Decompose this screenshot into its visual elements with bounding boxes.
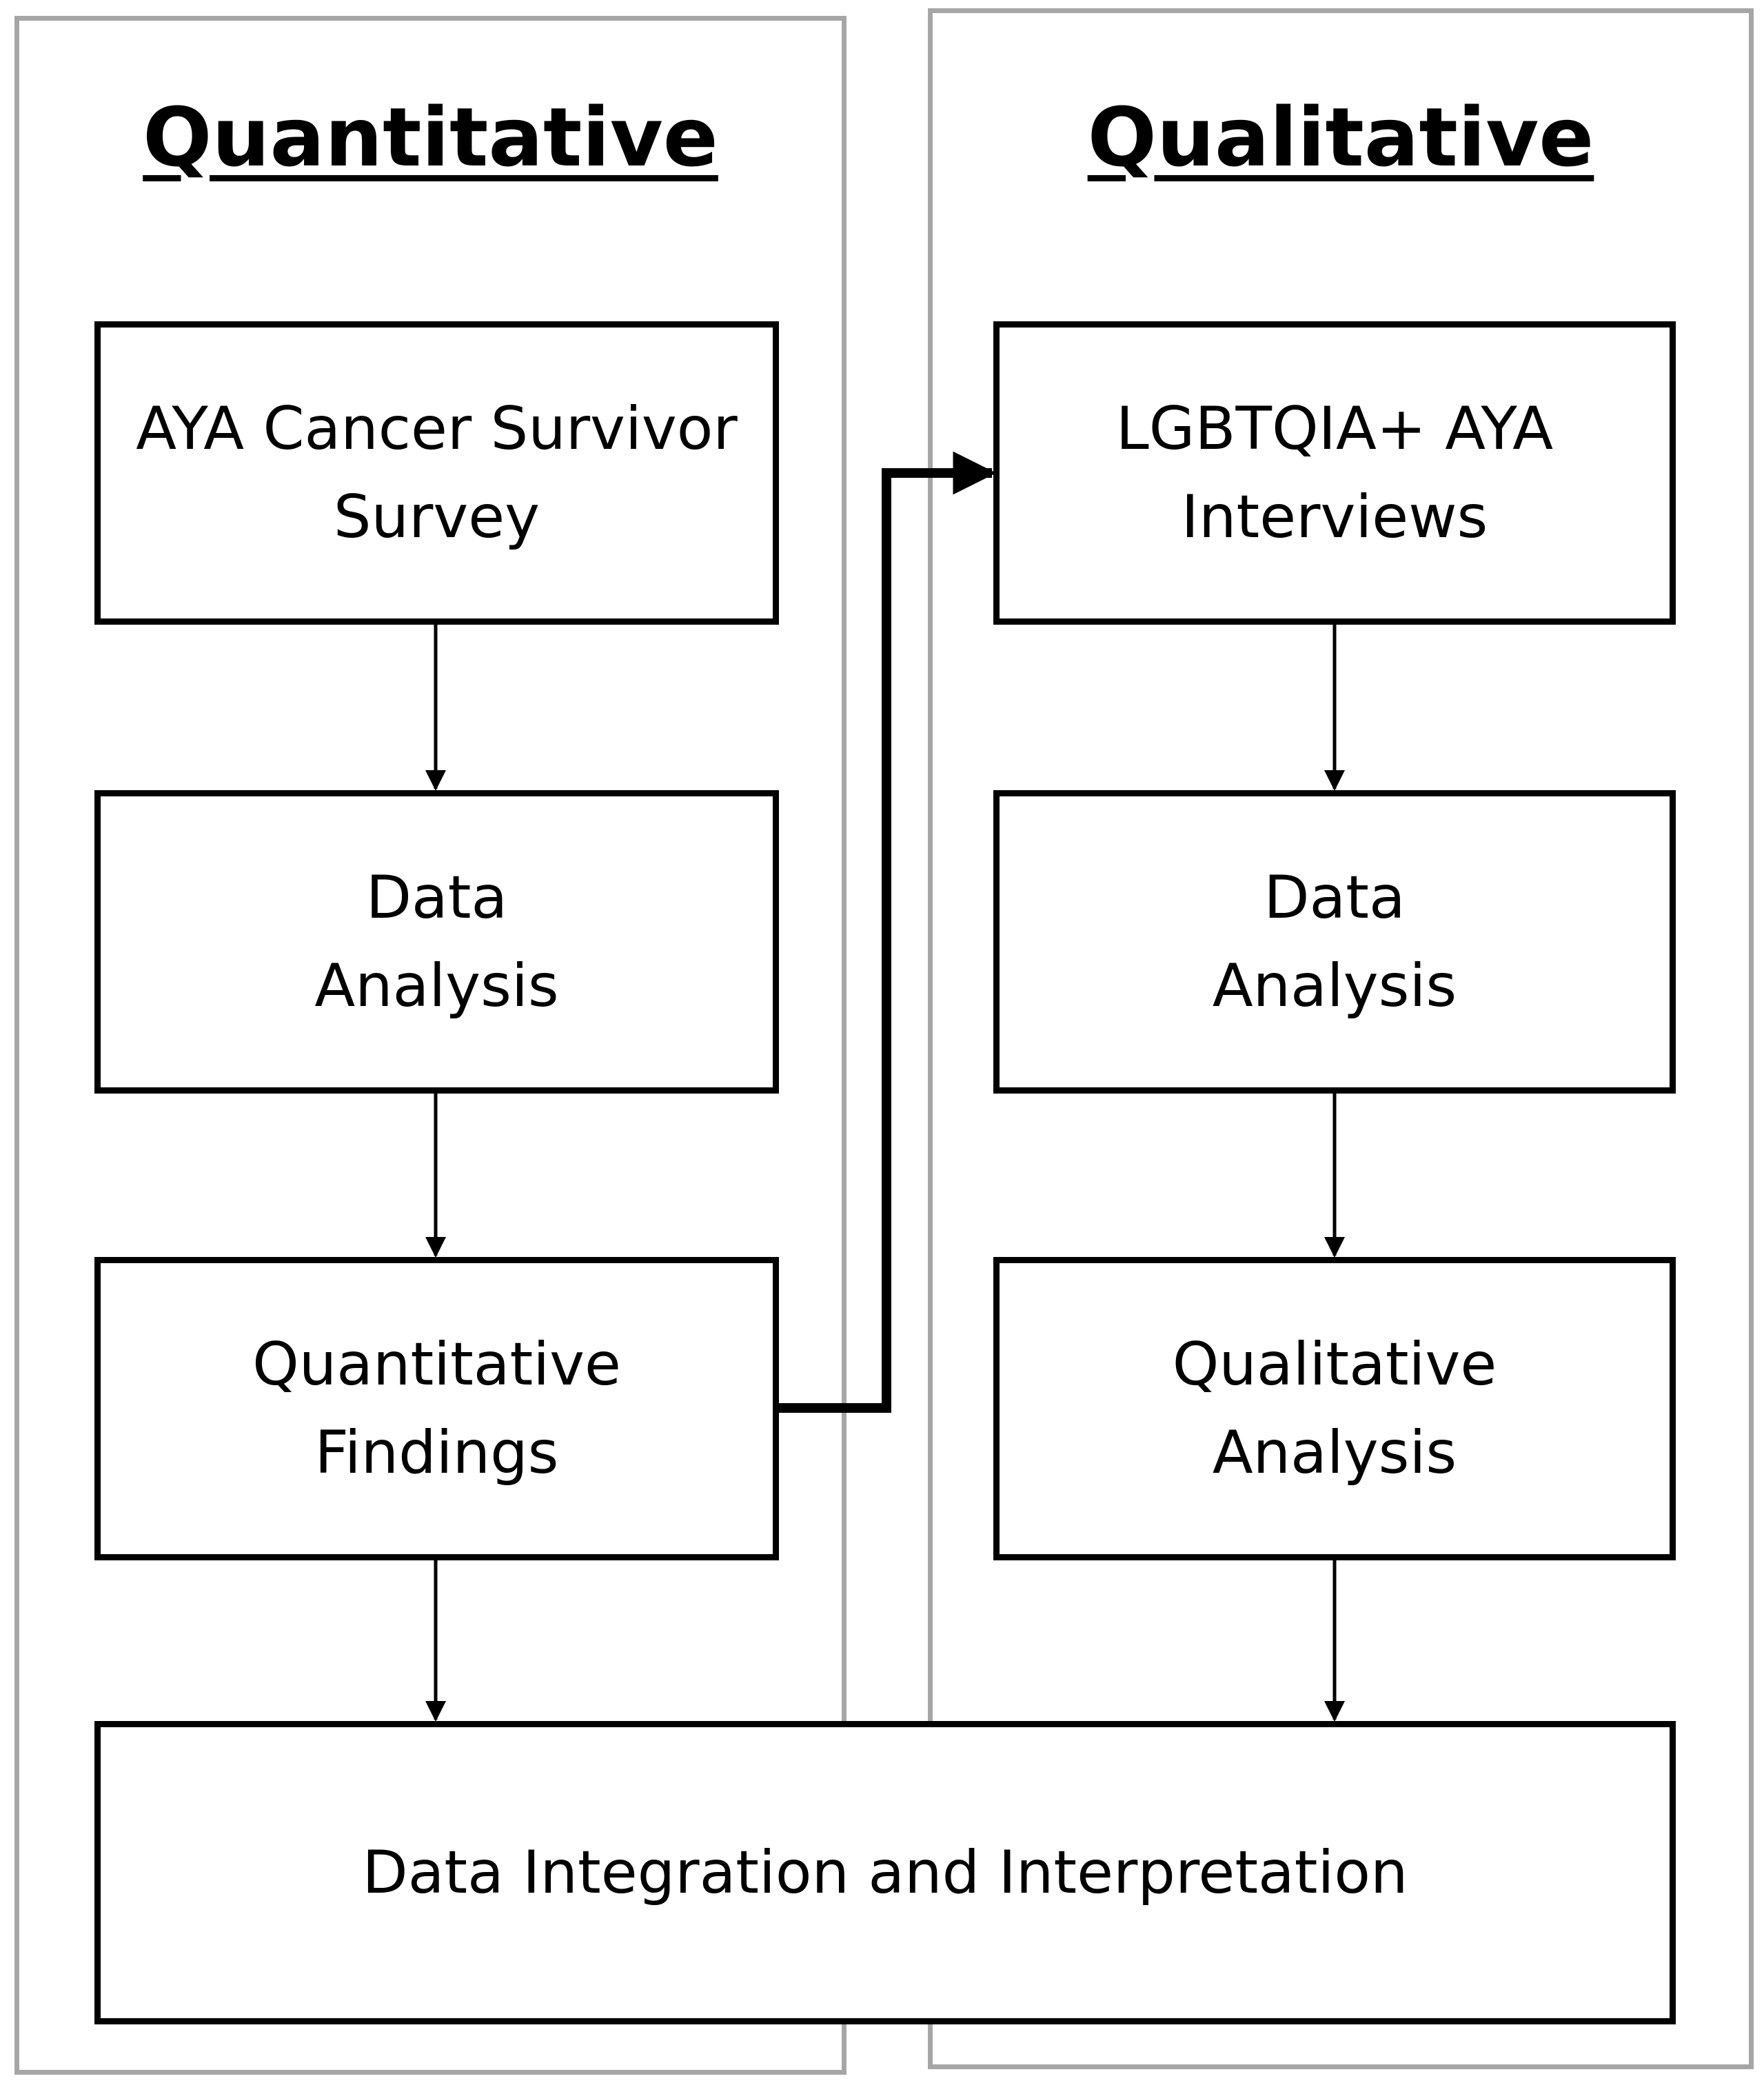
integration-label: Data Integration and Interpretation bbox=[362, 1838, 1408, 1907]
qualitative-data-analysis-box: Data Analysis bbox=[993, 790, 1676, 1094]
qualitative-data-analysis-label: Data Analysis bbox=[1212, 863, 1457, 1020]
quantitative-findings-label: Quantitative Findings bbox=[252, 1330, 621, 1487]
qualitative-title: Qualitative bbox=[1087, 90, 1594, 185]
quantitative-findings-box: Quantitative Findings bbox=[94, 1257, 779, 1560]
qualitative-analysis-box: Qualitative Analysis bbox=[993, 1257, 1676, 1560]
interviews-label: LGBTQIA+ AYA Interviews bbox=[1115, 394, 1554, 552]
qualitative-analysis-label: Qualitative Analysis bbox=[1172, 1330, 1497, 1487]
survey-box: AYA Cancer Survivor Survey bbox=[94, 321, 779, 625]
integration-box: Data Integration and Interpretation bbox=[94, 1721, 1676, 2024]
quantitative-data-analysis-box: Data Analysis bbox=[94, 790, 779, 1094]
survey-label: AYA Cancer Survivor Survey bbox=[136, 394, 738, 552]
interviews-box: LGBTQIA+ AYA Interviews bbox=[993, 321, 1676, 625]
quantitative-data-analysis-label: Data Analysis bbox=[314, 863, 559, 1020]
quantitative-title: Quantitative bbox=[143, 90, 718, 185]
